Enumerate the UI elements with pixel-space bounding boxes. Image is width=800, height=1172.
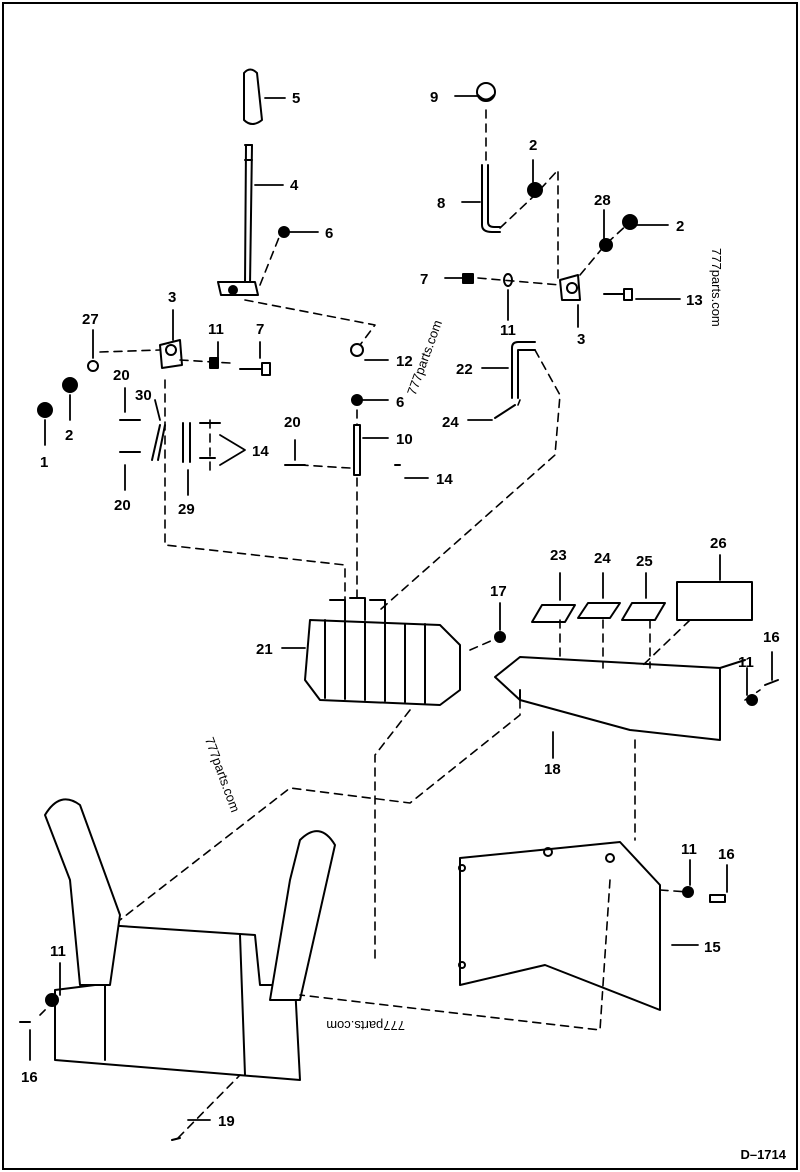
callout-8: 8 bbox=[437, 195, 446, 212]
shield-panel bbox=[494, 656, 779, 741]
drawing-code: D–1714 bbox=[740, 1147, 786, 1162]
callout-3b: 3 bbox=[577, 331, 586, 348]
callout-26: 26 bbox=[710, 535, 727, 552]
callout-23: 23 bbox=[550, 547, 567, 564]
callout-7b: 7 bbox=[420, 271, 429, 288]
callout-10: 10 bbox=[396, 431, 413, 448]
callout-20: 20 bbox=[113, 367, 130, 384]
callout-2b: 2 bbox=[529, 137, 538, 154]
callout-3: 3 bbox=[168, 289, 177, 306]
callout-17: 17 bbox=[490, 583, 507, 600]
right-pivot bbox=[462, 182, 638, 301]
callout-30: 30 bbox=[135, 387, 152, 404]
callout-28: 28 bbox=[594, 192, 611, 209]
right-lever-knob bbox=[476, 82, 496, 102]
callout-11: 11 bbox=[208, 321, 224, 338]
watermark-4: 777parts.com bbox=[326, 1018, 405, 1033]
tower-frame bbox=[19, 798, 336, 1141]
callout-21: 21 bbox=[256, 641, 273, 658]
callout-13: 13 bbox=[686, 292, 703, 309]
callout-4: 4 bbox=[290, 177, 299, 194]
callout-16c: 16 bbox=[21, 1069, 38, 1086]
callout-24b: 24 bbox=[594, 550, 611, 567]
callout-20b: 20 bbox=[284, 414, 301, 431]
callout-12: 12 bbox=[396, 353, 413, 370]
callout-6b: 6 bbox=[396, 394, 405, 411]
decals bbox=[531, 581, 753, 623]
callout-14: 14 bbox=[252, 443, 269, 460]
callout-leaders bbox=[29, 95, 773, 1121]
callout-5: 5 bbox=[292, 90, 301, 107]
callout-2: 2 bbox=[65, 427, 74, 444]
callout-22: 22 bbox=[456, 361, 473, 378]
callout-7: 7 bbox=[256, 321, 265, 338]
callout-16: 16 bbox=[763, 629, 780, 646]
callout-24: 24 bbox=[442, 414, 459, 431]
callout-2c: 2 bbox=[676, 218, 685, 235]
control-valve bbox=[304, 597, 506, 706]
callout-20c: 20 bbox=[114, 497, 131, 514]
callout-11c: 11 bbox=[738, 654, 754, 671]
callout-16b: 16 bbox=[718, 846, 735, 863]
bent-lever bbox=[481, 164, 501, 233]
control-lever-knob bbox=[243, 68, 263, 125]
callout-11b: 11 bbox=[500, 322, 516, 339]
callout-29: 29 bbox=[178, 501, 195, 518]
pivot-bracket bbox=[159, 339, 183, 369]
side-panel bbox=[458, 841, 726, 1011]
lever-bracket bbox=[217, 281, 259, 296]
bolt bbox=[209, 357, 271, 376]
rod-end bbox=[284, 343, 401, 476]
callout-15: 15 bbox=[704, 939, 721, 956]
callout-19: 19 bbox=[218, 1113, 235, 1130]
callout-9: 9 bbox=[430, 89, 439, 106]
callout-1: 1 bbox=[40, 454, 49, 471]
link-plates bbox=[119, 419, 221, 463]
nut bbox=[278, 226, 290, 238]
callout-11e: 11 bbox=[50, 943, 66, 960]
callout-18: 18 bbox=[544, 761, 561, 778]
watermark-2: 777parts.com bbox=[709, 248, 724, 327]
callout-25: 25 bbox=[636, 553, 653, 570]
washers bbox=[37, 360, 99, 418]
callout-27: 27 bbox=[82, 311, 99, 328]
lever-rod bbox=[244, 144, 253, 286]
link-rod bbox=[494, 341, 536, 419]
callout-11d: 11 bbox=[681, 841, 697, 858]
callout-14b: 14 bbox=[436, 471, 453, 488]
dashed-leader-lines bbox=[39, 109, 761, 1139]
callout-6: 6 bbox=[325, 225, 334, 242]
